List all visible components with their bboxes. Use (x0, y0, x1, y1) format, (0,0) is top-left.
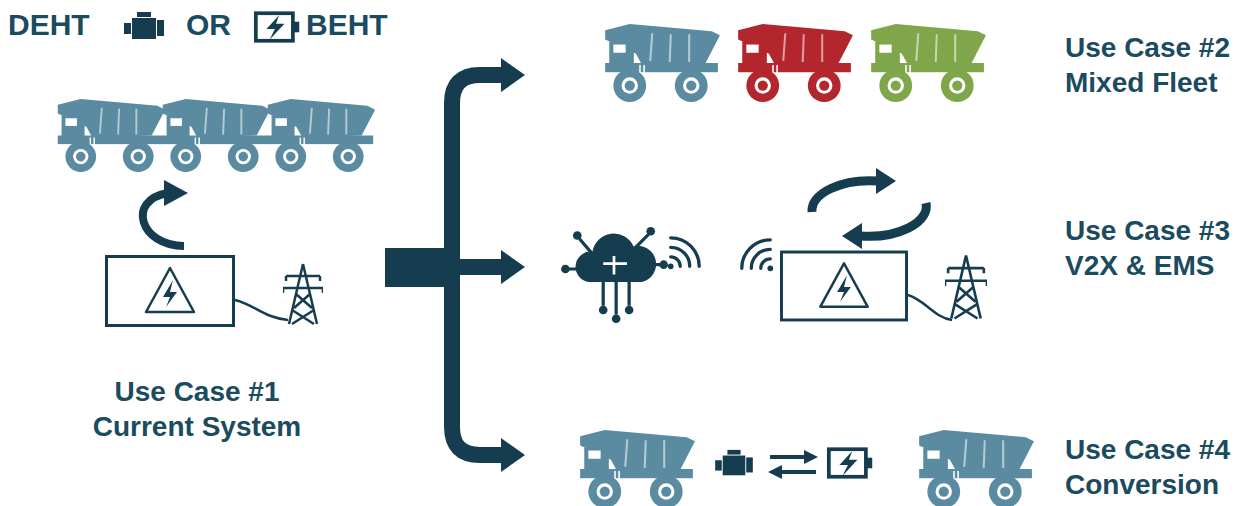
use-case-group: Use Case #2 Mixed Fleet (525, 20, 1260, 115)
power-wire (908, 295, 952, 320)
charger-symbol (107, 257, 234, 326)
battery-icon (829, 449, 872, 477)
pylon-symbol (945, 256, 987, 319)
cycle-arrow (143, 193, 184, 246)
wifi-icon (742, 240, 773, 271)
arrow-head (876, 168, 896, 194)
use-case-group: Use Case #3 V2X & EMS (525, 170, 1260, 340)
use-case-title: Use Case #4 Conversion (1065, 432, 1260, 502)
connector-line (385, 75, 503, 267)
arrow-head (501, 58, 525, 92)
branch-stem (385, 248, 447, 287)
battery-icon (256, 13, 299, 41)
fleet-label: BEHT (306, 7, 388, 43)
fleet-label: DEHT (8, 7, 90, 43)
cycle-arrow (812, 181, 878, 212)
haul-truck (163, 99, 270, 172)
arrow-head (804, 450, 818, 464)
engine-icon (715, 450, 753, 475)
haul-truck (268, 99, 375, 172)
use-case-title: Use Case #2 Mixed Fleet (1065, 30, 1260, 100)
fleet-label: OR (186, 7, 231, 43)
arrow-head (501, 438, 525, 472)
branch-arrow (385, 58, 525, 267)
haul-truck (605, 24, 720, 102)
arrow-head (501, 250, 525, 284)
use-case-group: Use Case #1 Current System (10, 90, 385, 460)
use-case-group: Use Case #4 Conversion (525, 420, 1260, 506)
power-wire (235, 300, 288, 320)
haul-truck (580, 430, 695, 506)
connector-line (385, 259, 503, 275)
connector-line (385, 267, 503, 455)
haul-truck (58, 99, 165, 172)
charger-symbol (781, 252, 906, 320)
arrow-head (842, 223, 862, 249)
arrow-head (164, 180, 188, 206)
wifi-icon (742, 240, 773, 271)
engine-icon (124, 12, 164, 39)
cycle-arrow (860, 203, 926, 236)
wifi-icon (668, 238, 699, 269)
branch-arrow (385, 267, 525, 472)
pylon-symbol (283, 264, 323, 324)
use-case-title: Use Case #1 Current System (77, 374, 317, 444)
branch-arrow (385, 250, 525, 284)
haul-truck (738, 24, 853, 102)
haul-truck (871, 24, 986, 102)
cloud-icon (561, 227, 668, 323)
arrow-head (768, 465, 782, 479)
use-case-title: Use Case #3 V2X & EMS (1065, 213, 1260, 283)
haul-truck (919, 430, 1034, 506)
